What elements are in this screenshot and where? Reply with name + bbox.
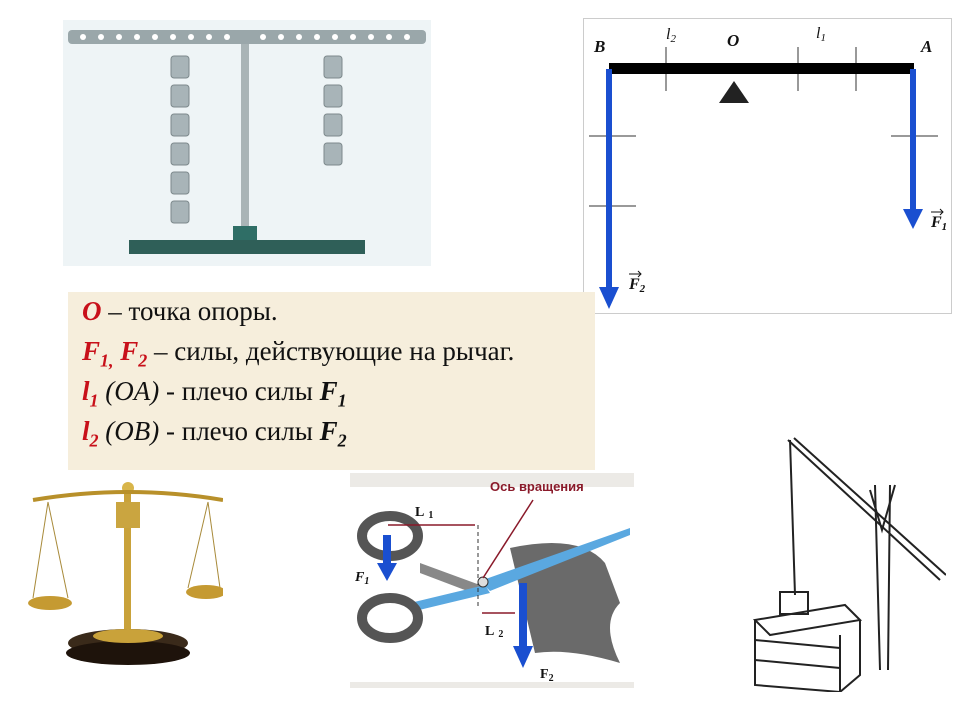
weights-left xyxy=(170,55,190,224)
definition-forces: F1, F2 – силы, действующие на рычаг. xyxy=(82,336,515,371)
weights-right xyxy=(323,55,343,166)
arm-l1-label: l1 xyxy=(816,25,826,44)
lever-force-diagram: B O A l2 l1 F1 F2 xyxy=(583,18,952,314)
definitions-box: O – точка опоры. F1, F2 – силы, действую… xyxy=(68,292,595,470)
arm-l2-label: l2 xyxy=(666,26,676,45)
force-f1-label: F1 xyxy=(354,570,369,587)
force-f1-label: F1 xyxy=(930,214,947,233)
well-sweep-illustration xyxy=(750,430,946,692)
force-f1-arrow xyxy=(903,209,923,229)
balance-scales-illustration xyxy=(28,482,223,665)
force-f2-label: F2 xyxy=(628,276,646,295)
lever-bar xyxy=(68,30,426,44)
point-b-label: B xyxy=(593,37,605,56)
force-f2-arrow xyxy=(599,287,619,309)
point-a-label: A xyxy=(920,37,932,56)
definition-arm-l2: l2 (OB) - плечо силы F2 xyxy=(82,416,347,451)
rotation-axis-label: Ось вращения xyxy=(490,479,584,494)
definition-fulcrum: O – точка опоры. xyxy=(82,296,278,326)
lever-beam xyxy=(609,63,914,74)
point-o-label: O xyxy=(727,31,739,50)
force-f2-label: F2 xyxy=(540,667,554,684)
fulcrum-icon xyxy=(719,81,749,103)
force-f2-arrow xyxy=(513,646,533,668)
definition-arm-l1: l1 (OA) - плечо силы F1 xyxy=(82,376,347,411)
lever-stand xyxy=(241,44,249,234)
lever-base xyxy=(129,240,365,254)
force-f1-arrow xyxy=(377,563,397,581)
lever-weights-illustration xyxy=(63,20,431,266)
